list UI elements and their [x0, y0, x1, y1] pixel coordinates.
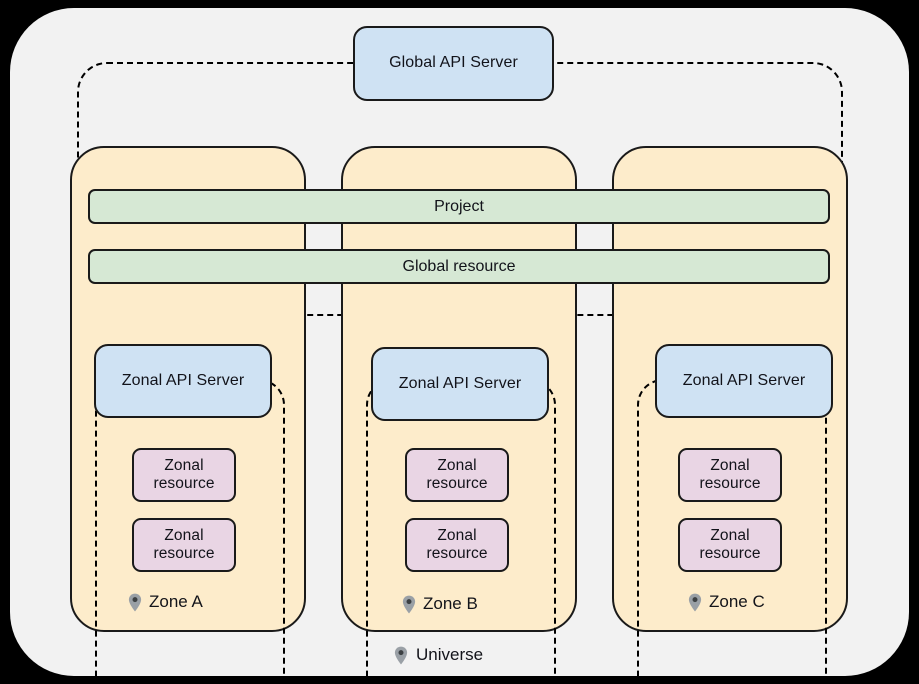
zonal-resource-c-2[interactable]: Zonal resource: [678, 518, 782, 572]
zonal-resource-line1: Zonal: [437, 456, 477, 474]
zonal-resource-line2: resource: [426, 545, 488, 562]
zonal-resource-line1: Zonal: [437, 526, 477, 544]
map-pin-icon: [394, 646, 408, 664]
zonal-api-server-b[interactable]: Zonal API Server: [371, 347, 549, 421]
zonal-resource-line1: Zonal: [710, 526, 750, 544]
zone-label-a: Zone A: [128, 592, 203, 612]
zone-label-text: Zone C: [709, 592, 765, 611]
zonal-api-server-a[interactable]: Zonal API Server: [94, 344, 272, 418]
universe-label: Universe: [394, 645, 483, 665]
zonal-api-server-c[interactable]: Zonal API Server: [655, 344, 833, 418]
global-resource-bar[interactable]: Global resource: [88, 249, 830, 284]
map-pin-icon: [688, 593, 702, 611]
zone-label-text: Zone A: [149, 592, 203, 611]
zonal-resource-b-1[interactable]: Zonal resource: [405, 448, 509, 502]
zone-container-c[interactable]: Zonal API Server Zonal resource Zonal re…: [612, 146, 848, 684]
zonal-resource-line2: resource: [699, 545, 761, 562]
zonal-resource-line1: Zonal: [164, 526, 204, 544]
zone-container-b[interactable]: Zonal API Server Zonal resource Zonal re…: [341, 146, 577, 684]
zonal-resource-line1: Zonal: [164, 456, 204, 474]
map-pin-icon: [402, 595, 416, 613]
zonal-resource-b-2[interactable]: Zonal resource: [405, 518, 509, 572]
zonal-resource-line2: resource: [699, 475, 761, 492]
zonal-resource-a-2[interactable]: Zonal resource: [132, 518, 236, 572]
zone-label-c: Zone C: [688, 592, 765, 612]
zonal-resource-line1: Zonal: [710, 456, 750, 474]
zonal-resource-line2: resource: [153, 475, 215, 492]
map-pin-icon: [128, 593, 142, 611]
zone-label-b: Zone B: [402, 594, 478, 614]
global-api-server[interactable]: Global API Server: [353, 26, 554, 101]
project-bar[interactable]: Project: [88, 189, 830, 224]
zone-label-text: Zone B: [423, 594, 478, 613]
zonal-resource-c-1[interactable]: Zonal resource: [678, 448, 782, 502]
zonal-resource-line2: resource: [153, 545, 215, 562]
universe-label-text: Universe: [416, 645, 484, 664]
zone-container-a[interactable]: Zonal API Server Zonal resource Zonal re…: [70, 146, 306, 684]
zonal-resource-a-1[interactable]: Zonal resource: [132, 448, 236, 502]
zonal-resource-line2: resource: [426, 475, 488, 492]
